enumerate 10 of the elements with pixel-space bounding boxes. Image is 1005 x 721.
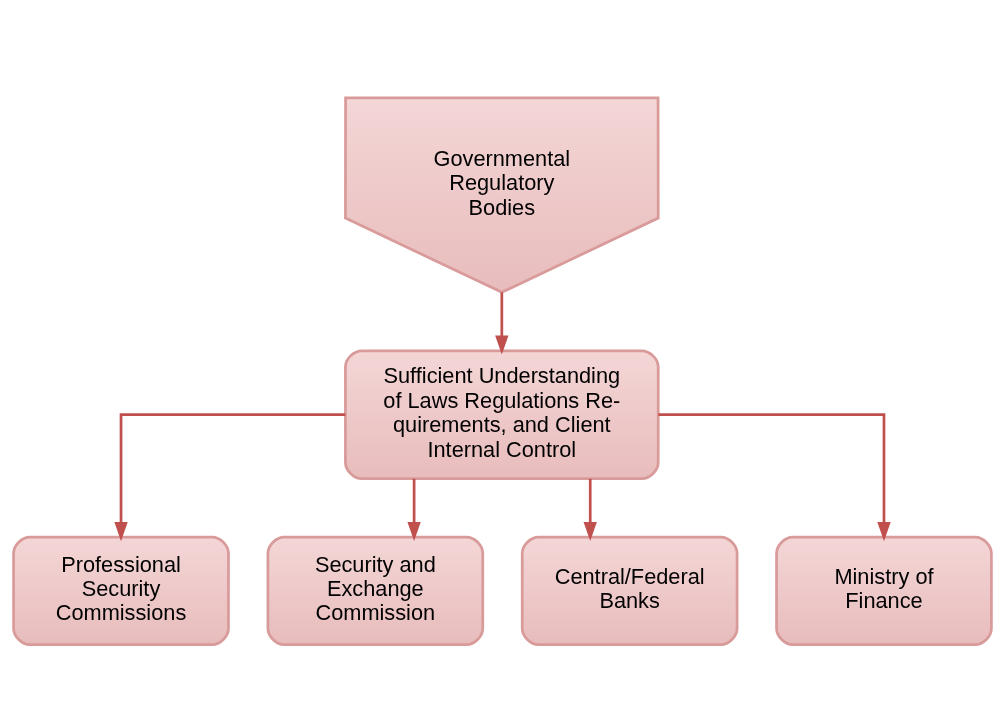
arrow (495, 291, 509, 355)
arrow (114, 412, 346, 541)
node-box: Professional Security Commissions (12, 535, 230, 646)
arrow (658, 412, 891, 541)
node-box: Security and Exchange Commission (266, 535, 485, 646)
node-box: Ministry of Finance (775, 535, 993, 646)
node-box: Sufficient Understanding of Laws Regulations Re- quirements, and Client Internal Control (344, 348, 660, 480)
arrow (407, 478, 421, 541)
arrow (583, 478, 597, 541)
node-box: Central/Federal Banks (520, 535, 739, 646)
